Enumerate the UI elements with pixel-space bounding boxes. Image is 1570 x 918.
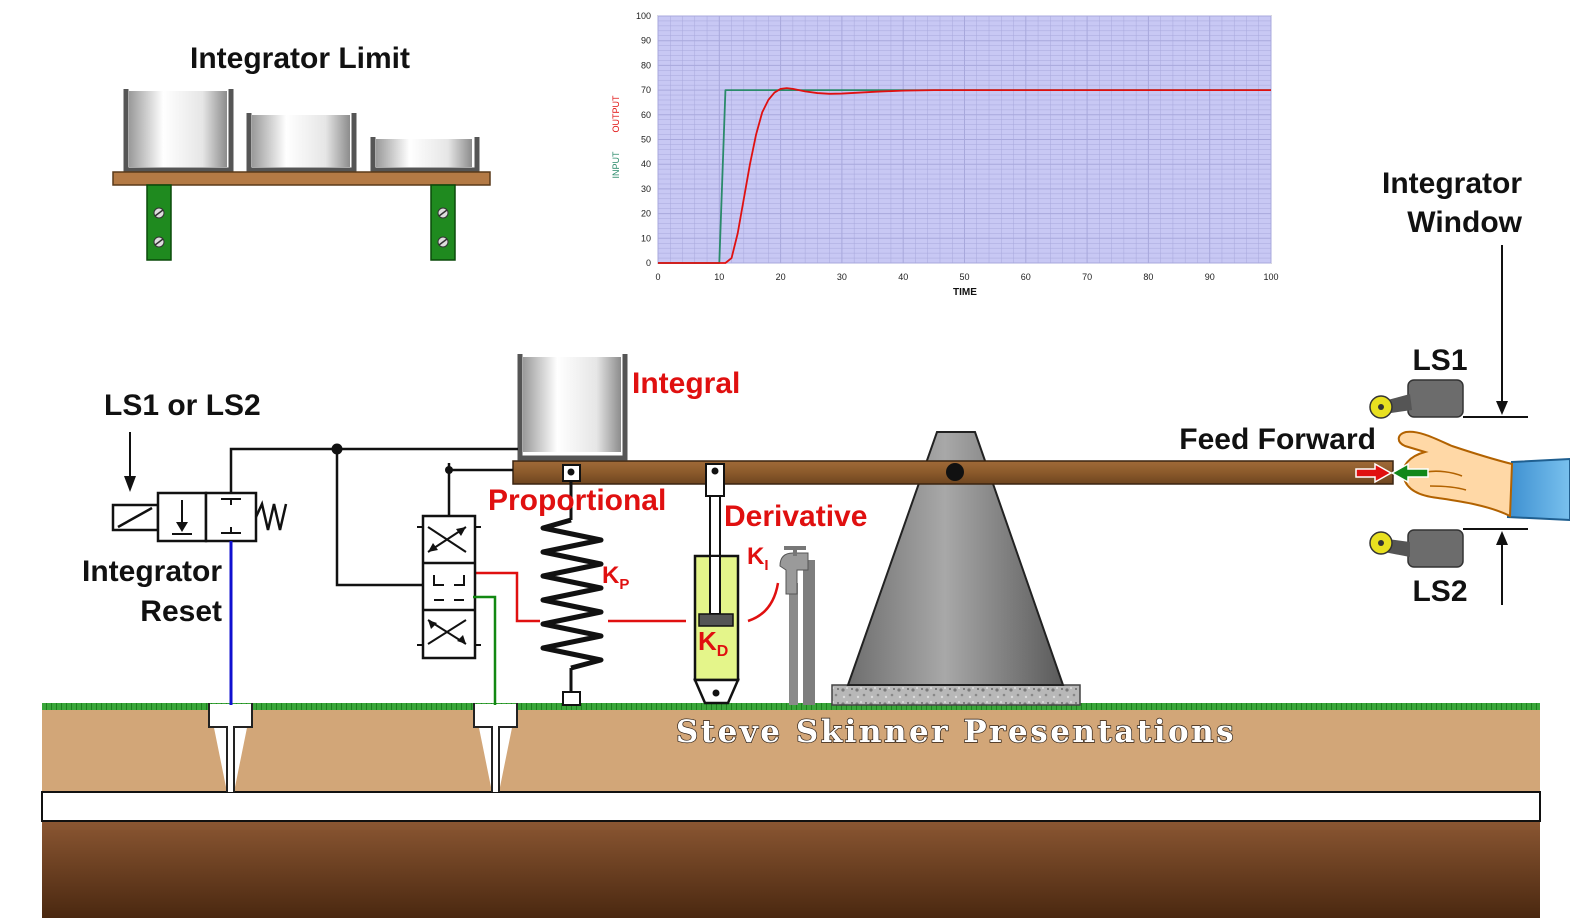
- integral-bucket: [517, 354, 628, 461]
- y-tick-label: 70: [641, 85, 651, 95]
- limit-bucket-medium: [246, 113, 357, 173]
- window-arrow-head-bottom: [1496, 531, 1508, 545]
- x-tick-label: 30: [837, 272, 847, 282]
- y-tick-label: 10: [641, 233, 651, 243]
- integral-label: Integral: [632, 367, 740, 400]
- limit-switch-ls2: [1369, 529, 1464, 568]
- integrator-reset-label-line1: Integrator: [82, 555, 222, 588]
- pilot-line-green: [473, 595, 497, 705]
- fulcrum-base: [831, 684, 1081, 706]
- grass-strip: [42, 703, 1540, 710]
- x-tick-labels: 0 10 20 30 40 50 60 70 80 90 100: [655, 272, 1278, 282]
- y-tick-label: 30: [641, 184, 651, 194]
- window-arrow-head-top: [1496, 401, 1508, 415]
- shelf-bracket-right: [430, 184, 456, 261]
- integrator-reset-label-line2: Reset: [140, 595, 222, 628]
- pneumatic-lines-black: [229, 447, 518, 587]
- x-tick-label: 100: [1263, 272, 1278, 282]
- ls-arrow-down: [124, 432, 136, 492]
- feed-forward-label: Feed Forward: [1179, 423, 1376, 456]
- y-tick-label: 100: [636, 11, 651, 21]
- y-tick-label: 60: [641, 110, 651, 120]
- y-tick-label: 50: [641, 135, 651, 145]
- y-tick-label: 90: [641, 36, 651, 46]
- kp-label: KP: [602, 562, 629, 593]
- integrator-window-label-line2: Window: [1407, 206, 1522, 239]
- limit-shelf: [112, 171, 491, 186]
- x-tick-label: 90: [1205, 272, 1215, 282]
- proportional-spring: [540, 464, 604, 706]
- limit-bucket-large: [123, 89, 234, 173]
- ki-label: KI: [747, 543, 769, 574]
- ls2-label: LS2: [1412, 575, 1467, 608]
- soil-top: [42, 708, 1540, 792]
- x-tick-label: 20: [776, 272, 786, 282]
- pilot-valve: [417, 463, 513, 660]
- x-tick-label: 10: [714, 272, 724, 282]
- x-tick-label: 40: [898, 272, 908, 282]
- integrator-limit-assembly: Integrator Limit: [112, 42, 491, 261]
- kd-label: KD: [698, 626, 728, 660]
- pipe-socket-left: [208, 703, 253, 792]
- signal-lines-red: [473, 571, 780, 623]
- derivative-damper: [693, 463, 740, 705]
- fulcrum: [831, 431, 1081, 706]
- x-tick-label: 70: [1082, 272, 1092, 282]
- integrator-limit-label: Integrator Limit: [190, 42, 410, 75]
- step-response-chart: 0 10 20 30 40 50 60 70 80 90 100 0 10 20 30 40 50 60 70 80…: [611, 11, 1279, 298]
- y-tick-labels: 0 10 20 30 40 50 60 70 80 90 100: [636, 11, 651, 268]
- chart-series: [658, 87, 1271, 264]
- limit-bucket-small: [370, 137, 480, 173]
- derivative-label: Derivative: [724, 500, 867, 533]
- limit-switch-ls1: [1369, 379, 1464, 419]
- x-axis-label: TIME: [953, 287, 977, 298]
- ls1-label: LS1: [1412, 344, 1467, 377]
- feed-forward-arrows: [1355, 462, 1429, 484]
- ground: Steve Skinner Presentations: [41, 703, 1541, 918]
- x-tick-label: 0: [655, 272, 660, 282]
- y-axis-label-output: OUTPUT: [611, 95, 621, 133]
- credit-text: Steve Skinner Presentations: [676, 714, 1236, 750]
- series-line-output: [658, 87, 1271, 264]
- pipe-socket-right: [473, 703, 518, 792]
- proportional-label: Proportional: [488, 484, 666, 517]
- chart-grid: [657, 15, 1272, 264]
- y-tick-label: 80: [641, 60, 651, 70]
- faucet-icon: [779, 546, 815, 705]
- junction-dot: [331, 443, 343, 455]
- x-tick-label: 50: [959, 272, 969, 282]
- y-tick-label: 20: [641, 209, 651, 219]
- pivot-pin: [946, 463, 964, 481]
- y-tick-label: 0: [646, 258, 651, 268]
- y-tick-label: 40: [641, 159, 651, 169]
- x-tick-label: 60: [1021, 272, 1031, 282]
- ls1-or-ls2-label: LS1 or LS2: [104, 389, 261, 422]
- soil-bottom: [42, 822, 1540, 918]
- integrator-window-label-line1: Integrator: [1382, 167, 1522, 200]
- y-axis-label-input: INPUT: [611, 151, 621, 179]
- white-band: [41, 791, 1541, 822]
- x-tick-label: 80: [1143, 272, 1153, 282]
- fulcrum-triangle: [846, 431, 1065, 686]
- hand-icon: [1397, 430, 1570, 522]
- shelf-bracket-left: [146, 184, 172, 261]
- integrator-reset-valve: [111, 491, 288, 543]
- window-arrows: [1463, 245, 1528, 605]
